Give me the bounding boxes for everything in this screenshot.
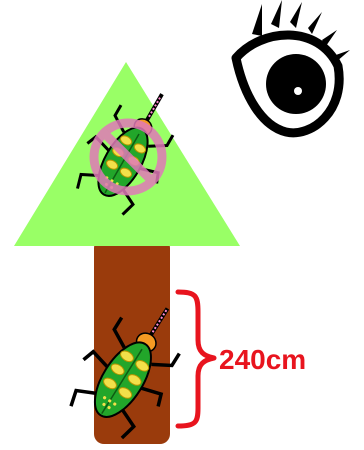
measurement-label: 240cm [219, 344, 306, 375]
brace-icon [178, 292, 214, 426]
eye-highlight [294, 87, 302, 95]
eye-icon [236, 0, 350, 133]
eye-iris [266, 54, 326, 114]
